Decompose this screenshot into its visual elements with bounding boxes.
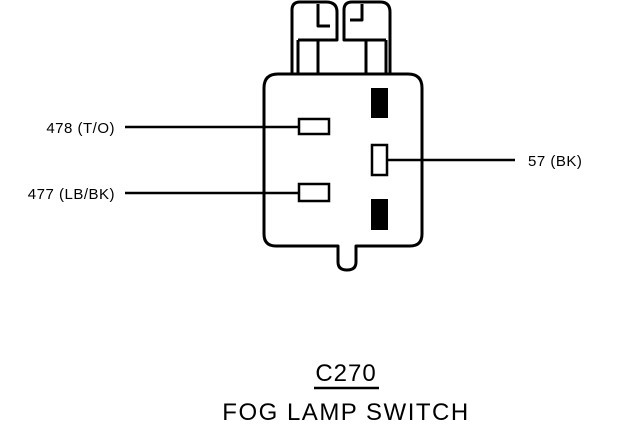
terminal-cavity-left-bottom	[297, 182, 331, 203]
component-name: FOG LAMP SWITCH	[222, 399, 469, 424]
right-latch	[342, 0, 392, 74]
leader-lines	[125, 125, 515, 195]
terminal-blocked-top	[371, 88, 388, 118]
terminal-cavity-left-top	[297, 117, 331, 136]
wire-label-477: 477 (LB/BK)	[28, 186, 115, 203]
wire-label-57: 57 (BK)	[528, 153, 582, 170]
connector-housing	[262, 0, 424, 272]
connector-id: C270	[315, 360, 376, 387]
connector-body	[262, 72, 424, 272]
terminal-blocked-bottom	[371, 199, 388, 230]
wire-label-478: 478 (T/O)	[46, 120, 115, 137]
terminal-cavity-right	[370, 143, 389, 177]
terminals	[297, 88, 389, 230]
left-latch	[290, 0, 339, 74]
